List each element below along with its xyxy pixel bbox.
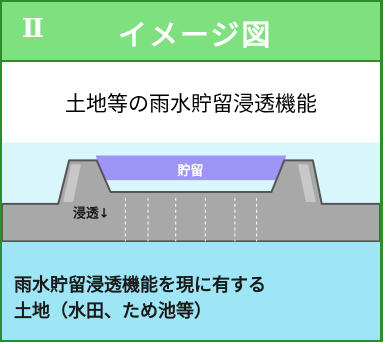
storage-label: 貯留: [178, 163, 204, 179]
right-embankment-highlight: [298, 164, 316, 202]
caption-line-1: 雨水貯留浸透機能を現に有する: [14, 275, 266, 296]
storage-infiltration-diagram: 貯留 浸透↓: [2, 142, 380, 242]
infiltration-label: 浸透↓: [73, 206, 109, 222]
stored-water: [95, 155, 287, 181]
diagram-subtitle: 土地等の雨水貯留浸透機能: [65, 92, 317, 116]
card-header: Ⅱ イメージ図: [2, 2, 380, 62]
ground-embankment: [2, 159, 380, 242]
section-numeral: Ⅱ: [22, 14, 44, 44]
left-embankment-highlight: [63, 164, 81, 202]
caption-text: 雨水貯留浸透機能を現に有する 土地（水田、ため池等）: [14, 273, 266, 325]
infiltration-lines: [124, 197, 258, 242]
caption-line-2: 土地（水田、ため池等）: [14, 301, 212, 322]
section-title: イメージ図: [118, 18, 273, 52]
caption-band: [2, 242, 380, 340]
